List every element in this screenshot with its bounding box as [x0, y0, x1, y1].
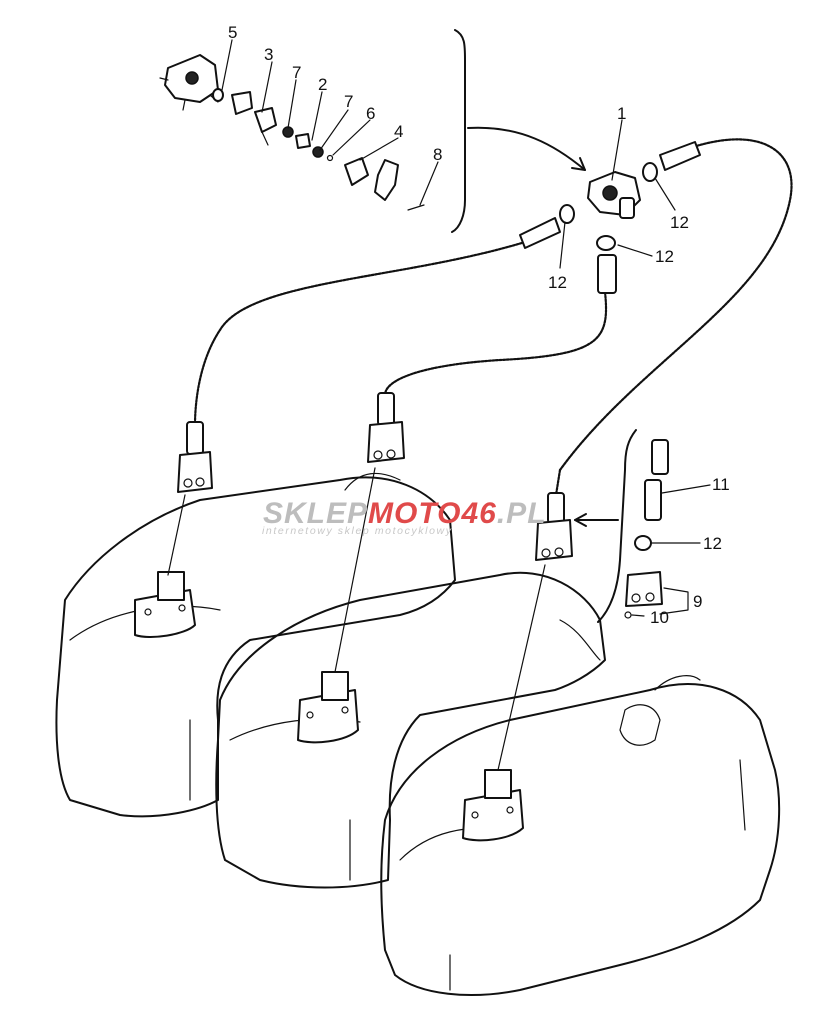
callout-6: 6 — [366, 104, 375, 123]
group-bracket-bottom — [597, 429, 637, 623]
fuel-joint-assembly — [519, 141, 701, 294]
callout-1: 1 — [617, 104, 626, 123]
callout-8: 8 — [433, 145, 442, 164]
hose-right-lower — [554, 468, 562, 497]
group-bracket-top — [451, 29, 466, 233]
callout-7a: 7 — [292, 63, 301, 82]
hose-right — [558, 138, 793, 472]
hose-middle — [383, 290, 608, 397]
callout-12a: 12 — [670, 213, 689, 232]
callout-11: 11 — [712, 475, 730, 494]
fuel-cock-exploded — [159, 54, 425, 211]
feed-line-left — [167, 494, 186, 576]
tank-fitting-right — [462, 769, 524, 842]
feed-line-right — [497, 564, 546, 771]
callout-4: 4 — [394, 122, 403, 141]
fuel-tank-right — [380, 675, 781, 996]
fuel-tank-left — [55, 472, 456, 818]
connector-exploded — [624, 439, 669, 619]
tank-fitting-left — [134, 571, 196, 638]
watermark: SKLEPMOTO46.PL internetowy sklep motocyk… — [262, 497, 547, 537]
callout-10: 10 — [650, 608, 669, 627]
connector-middle — [367, 392, 405, 463]
watermark-tagline: internetowy sklep motocyklowy — [262, 525, 453, 537]
arrow-to-joint — [467, 126, 586, 171]
connector-right — [535, 492, 573, 561]
callout-9: 9 — [693, 592, 702, 611]
feed-line-middle — [334, 467, 376, 673]
callout-2: 2 — [318, 75, 327, 94]
leader-lines — [221, 39, 711, 617]
callout-7b: 7 — [344, 92, 353, 111]
tank-fitting-middle — [297, 671, 359, 744]
fuel-tank-middle — [215, 571, 606, 889]
callout-12d: 12 — [703, 534, 722, 553]
hose-left — [193, 240, 527, 427]
connector-left — [177, 421, 213, 493]
callout-12b: 12 — [655, 247, 674, 266]
callout-3: 3 — [264, 45, 273, 64]
callout-12c: 12 — [548, 273, 567, 292]
callout-5: 5 — [228, 23, 237, 42]
watermark-brand: SKLEPMOTO46.PL — [263, 497, 547, 530]
